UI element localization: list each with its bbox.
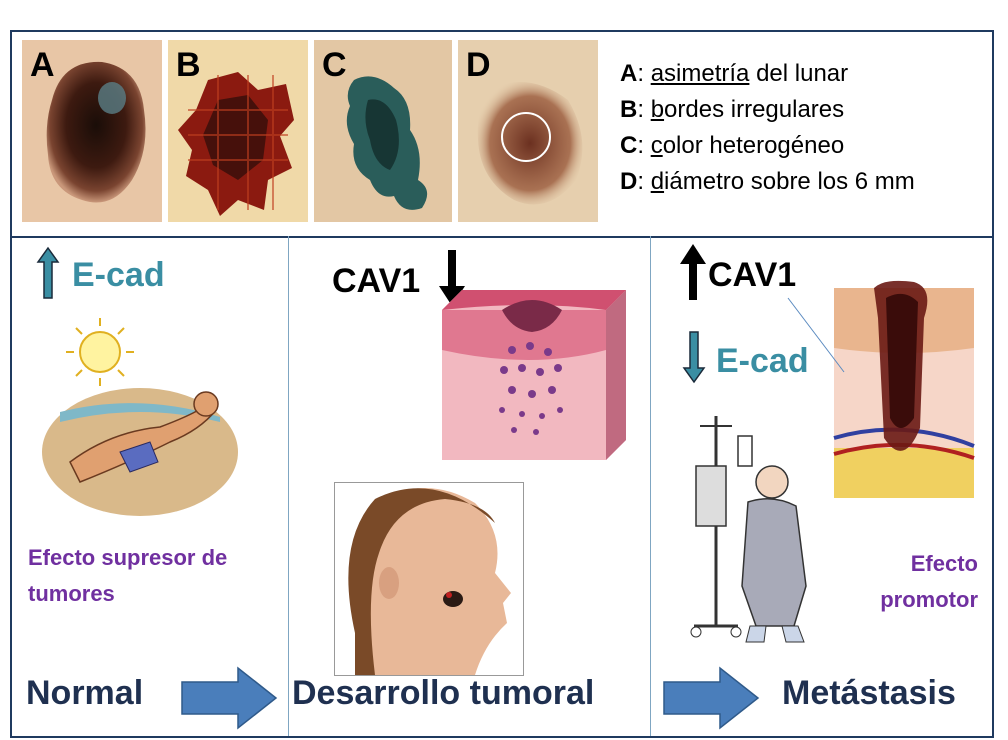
legend-rest: del lunar bbox=[749, 60, 849, 87]
photo-letter: B bbox=[176, 46, 201, 84]
metastasis-ecad-label: E-cad bbox=[716, 342, 809, 380]
metastasis-effect-line1: Efecto bbox=[910, 551, 978, 576]
mole-c-drawing bbox=[346, 76, 428, 210]
legend-sep: : bbox=[637, 132, 651, 159]
legend-rest: ordes irregulares bbox=[664, 96, 845, 123]
stage-normal: Normal bbox=[26, 674, 144, 712]
divider-right bbox=[650, 236, 651, 736]
metastasis-effect-line2: promotor bbox=[880, 587, 978, 612]
desarrollo-cav1-label: CAV1 bbox=[332, 262, 421, 300]
mole-b-drawing bbox=[178, 72, 294, 216]
mole-photo-b: B bbox=[168, 40, 308, 222]
patient-illustration bbox=[690, 416, 807, 643]
legend-key: D bbox=[620, 168, 638, 195]
metastasis-effect-text: Efecto promotor bbox=[858, 546, 978, 618]
metastasis-cav1-label: CAV1 bbox=[708, 256, 797, 294]
normal-effect-line1: Efecto supresor de bbox=[28, 545, 228, 570]
legend-sep: : bbox=[637, 168, 651, 195]
normal-effect-text: Efecto supresor de tumores bbox=[28, 540, 227, 612]
photo-letter: D bbox=[466, 46, 491, 84]
sunbather-illustration bbox=[42, 318, 238, 516]
legend-initial: d bbox=[650, 168, 665, 195]
legend-underlined: simetría bbox=[664, 60, 750, 87]
arrow-down-icon bbox=[439, 250, 465, 306]
skin-section-illustration bbox=[442, 290, 626, 460]
legend-rest: olor heterogéneo bbox=[662, 132, 845, 159]
face-drawing bbox=[348, 488, 511, 675]
legend-line-d: D: diámetro sobre los 6 mm bbox=[620, 164, 915, 200]
photo-letter: A bbox=[30, 46, 55, 84]
arrow-down-icon bbox=[682, 331, 706, 384]
arrow-up-icon bbox=[36, 246, 60, 299]
mole-photo-d: D bbox=[458, 40, 598, 222]
abcd-legend: A: asimetría del lunar B: bordes irregul… bbox=[620, 56, 915, 200]
mole-photo-c: C bbox=[314, 40, 452, 222]
legend-rest: iámetro sobre los 6 mm bbox=[664, 168, 915, 195]
photo-letter: C bbox=[322, 46, 347, 84]
legend-key: A bbox=[620, 60, 638, 87]
divider-left bbox=[288, 236, 289, 736]
normal-ecad-label: E-cad bbox=[72, 256, 165, 294]
mole-photo-a: A bbox=[22, 40, 162, 222]
legend-initial: a bbox=[650, 60, 665, 87]
legend-line-b: B: bordes irregulares bbox=[620, 92, 915, 128]
legend-line-c: C: color heterogéneo bbox=[620, 128, 915, 164]
legend-key: B bbox=[620, 96, 638, 123]
mole-a-drawing bbox=[46, 61, 146, 203]
legend-sep: : bbox=[637, 60, 651, 87]
flow-arrow-right-icon bbox=[181, 666, 278, 730]
pointer-line bbox=[787, 297, 845, 373]
legend-sep: : bbox=[637, 96, 651, 123]
mole-d-drawing bbox=[477, 82, 583, 205]
stage-metastasis: Metástasis bbox=[782, 674, 956, 712]
metastasis-skin-illustration bbox=[833, 280, 975, 498]
stage-desarrollo: Desarrollo tumoral bbox=[292, 674, 595, 712]
face-illustration bbox=[334, 482, 524, 676]
normal-effect-line2: tumores bbox=[28, 581, 115, 606]
legend-initial: c bbox=[650, 132, 663, 159]
arrow-up-icon bbox=[680, 244, 706, 300]
bottom-panel bbox=[10, 236, 994, 738]
legend-initial: b bbox=[650, 96, 665, 123]
legend-line-a: A: asimetría del lunar bbox=[620, 56, 915, 92]
legend-key: C bbox=[620, 132, 638, 159]
flow-arrow-right-icon bbox=[663, 666, 760, 730]
